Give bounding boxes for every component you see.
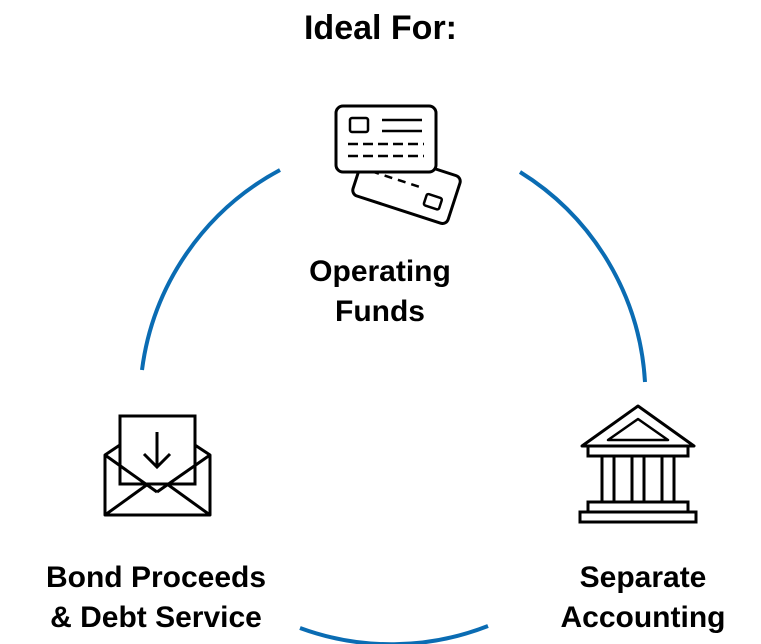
bank-building-icon [578, 404, 698, 524]
arc-bottom [299, 624, 489, 644]
node-label-bond-proceeds: Bond Proceeds & Debt Service [0, 558, 312, 638]
node-label-separate-accounting: Separate Accounting [525, 558, 761, 638]
label-line: Bond Proceeds [45, 561, 267, 594]
arc-left [140, 168, 281, 371]
node-label-operating-funds: Operating Funds [280, 252, 480, 332]
label-line: Separate [579, 561, 707, 594]
label-line: Operating [309, 255, 451, 288]
label-line: & Debt Service [50, 601, 262, 634]
envelope-download-icon [103, 414, 212, 517]
arc-right [518, 170, 647, 383]
credit-cards-icon [334, 104, 462, 225]
label-line: Funds [335, 295, 425, 328]
label-line: Accounting [560, 601, 726, 634]
diagram-title: Ideal For: [303, 9, 458, 47]
